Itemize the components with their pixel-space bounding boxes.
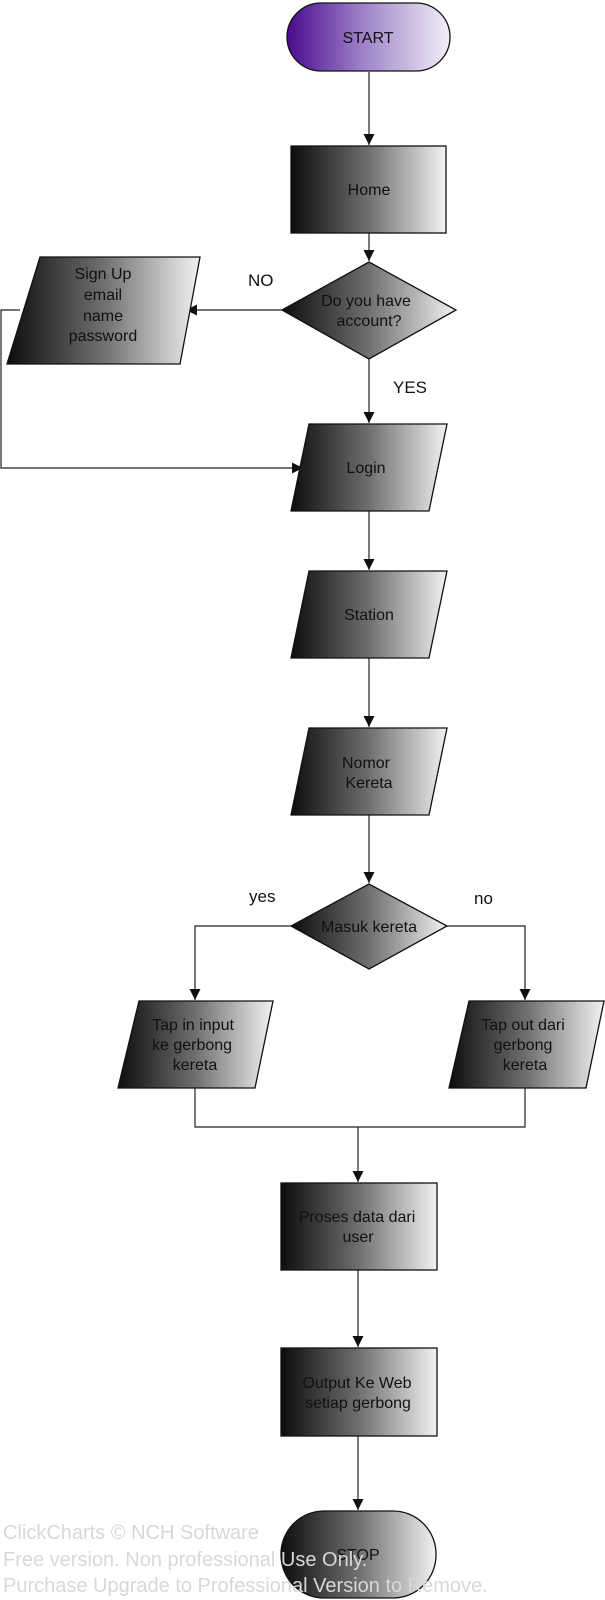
- node-output: Output Ke Web setiap gerbong: [280, 1347, 438, 1437]
- label-masuk-yes: yes: [249, 887, 275, 906]
- node-signup-line-4: password: [69, 328, 137, 345]
- node-home-label: Home: [348, 182, 391, 199]
- node-tap-out: Tap out dari gerbong kereta: [448, 1000, 605, 1089]
- node-tap-in-line-1: Tap in input: [152, 1017, 234, 1034]
- label-no: NO: [248, 271, 274, 290]
- node-output-line-1: Output Ke Web: [302, 1375, 411, 1392]
- node-proses-line-2: user: [342, 1229, 374, 1246]
- node-tap-in-line-3: kereta: [173, 1057, 218, 1074]
- node-login-label: Login: [346, 460, 385, 477]
- node-start-label: START: [343, 30, 394, 47]
- node-start: START: [286, 2, 451, 72]
- node-have-account: Do you have account?: [280, 261, 458, 360]
- node-tap-in-line-2: ke gerbong: [152, 1037, 232, 1054]
- edge-signup-login: [0, 309, 303, 474]
- edge-labels: NO YES yes no: [248, 271, 493, 908]
- label-masuk-no: no: [474, 889, 493, 908]
- watermark-line-2: Free version. Non professional Use Only.: [3, 1549, 368, 1571]
- node-stop: STOP: [280, 1510, 437, 1599]
- node-station-label: Station: [344, 607, 394, 624]
- node-have-account-line-2: account?: [337, 313, 402, 330]
- node-signup-line-2: email: [84, 287, 122, 304]
- node-tap-in: Tap in input ke gerbong kereta: [117, 1000, 274, 1089]
- node-signup: Sign Up email name password: [6, 256, 201, 365]
- connectors: [0, 72, 531, 1510]
- node-proses: Proses data dari user: [280, 1182, 438, 1271]
- edge-tapin-merge: [194, 1088, 526, 1128]
- node-signup-line-1: Sign Up: [75, 266, 132, 283]
- node-nomor-kereta-line-2: Kereta: [345, 775, 392, 792]
- node-nomor-kereta: Nomor Kereta: [290, 727, 448, 816]
- label-yes: YES: [393, 378, 427, 397]
- node-station: Station: [290, 570, 448, 659]
- watermark-line-1: ClickCharts © NCH Software: [3, 1522, 259, 1544]
- node-masuk-kereta: Masuk kereta: [289, 883, 449, 970]
- node-nomor-kereta-line-1: Nomor: [342, 755, 391, 772]
- node-home: Home: [290, 145, 447, 234]
- node-output-line-2: setiap gerbong: [305, 1395, 411, 1412]
- node-tap-out-line-1: Tap out dari: [481, 1017, 565, 1034]
- node-stop-label: STOP: [336, 1547, 379, 1564]
- node-proses-line-1: Proses data dari: [299, 1209, 416, 1226]
- watermark-line-3: Purchase Upgrade to Professional Version…: [3, 1575, 488, 1597]
- node-have-account-line-1: Do you have: [321, 293, 411, 310]
- node-tap-out-line-2: gerbong: [494, 1037, 553, 1054]
- watermark: ClickCharts © NCH Software Free version.…: [0, 1520, 605, 1600]
- node-tap-out-line-3: kereta: [503, 1057, 548, 1074]
- node-masuk-kereta-label: Masuk kereta: [321, 919, 417, 936]
- edge-masuk-tapout: [446, 925, 531, 1000]
- node-signup-line-3: name: [83, 308, 123, 325]
- edge-masuk-tapin: [189, 925, 293, 1000]
- node-login: Login: [290, 423, 448, 512]
